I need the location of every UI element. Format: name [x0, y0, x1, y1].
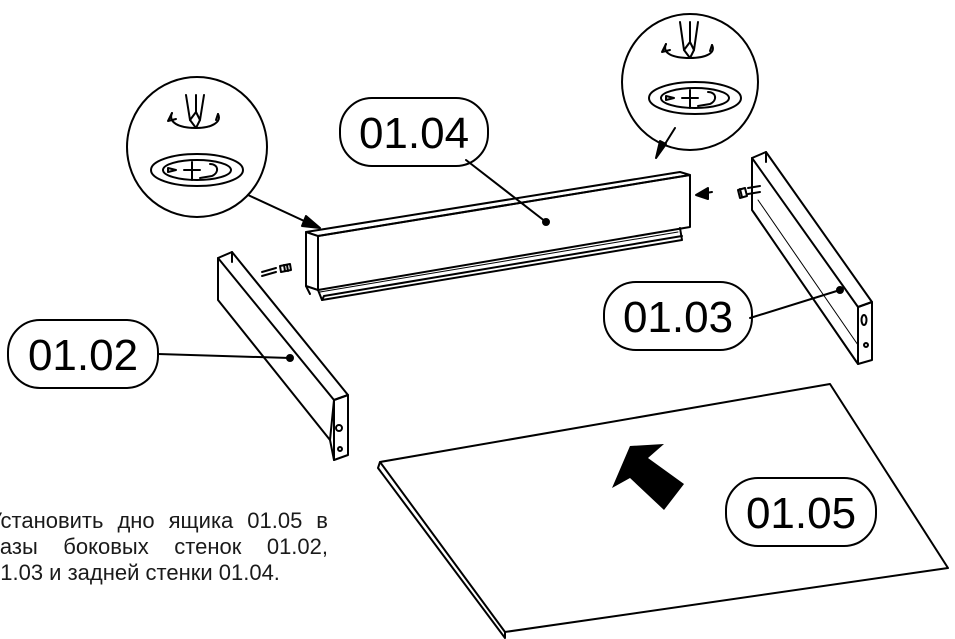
screwdriver-icon — [185, 94, 205, 129]
arrowhead — [695, 187, 709, 200]
label-box-back — [339, 97, 489, 167]
bottom-panel — [377, 383, 949, 639]
side-panel-left — [217, 251, 349, 461]
dowel-right — [737, 185, 761, 199]
cam-lock-icon — [150, 153, 244, 187]
leader-line — [157, 353, 291, 359]
label-box-right — [603, 281, 753, 351]
back-panel — [305, 171, 691, 301]
screwdriver-icon — [679, 21, 699, 59]
arrowhead — [301, 215, 321, 229]
leader-dot — [836, 286, 844, 294]
insert-direction-arrow-icon — [612, 444, 684, 510]
instruction-text: Установить дно ящика 01.05 в пазы боковы… — [0, 508, 328, 585]
leader-line — [749, 289, 841, 319]
leader-dot — [542, 218, 550, 226]
cam-lock-icon — [648, 81, 742, 115]
side-panel-right — [751, 151, 873, 365]
label-side-left: 01.02 — [28, 331, 138, 380]
label-bottom: 01.05 — [746, 489, 856, 538]
label-back: 01.04 — [359, 109, 469, 158]
leader-line — [465, 159, 547, 223]
arrowhead — [655, 140, 667, 159]
leader-dot — [286, 354, 294, 362]
rotate-arrow-icon — [167, 112, 220, 129]
rotate-arrow-icon — [661, 43, 714, 59]
label-side-right: 01.03 — [623, 293, 733, 342]
label-box-bottom — [725, 477, 877, 547]
dowel-left — [261, 263, 292, 277]
detail-circle-right — [621, 13, 759, 151]
detail-circle-left — [126, 76, 268, 218]
